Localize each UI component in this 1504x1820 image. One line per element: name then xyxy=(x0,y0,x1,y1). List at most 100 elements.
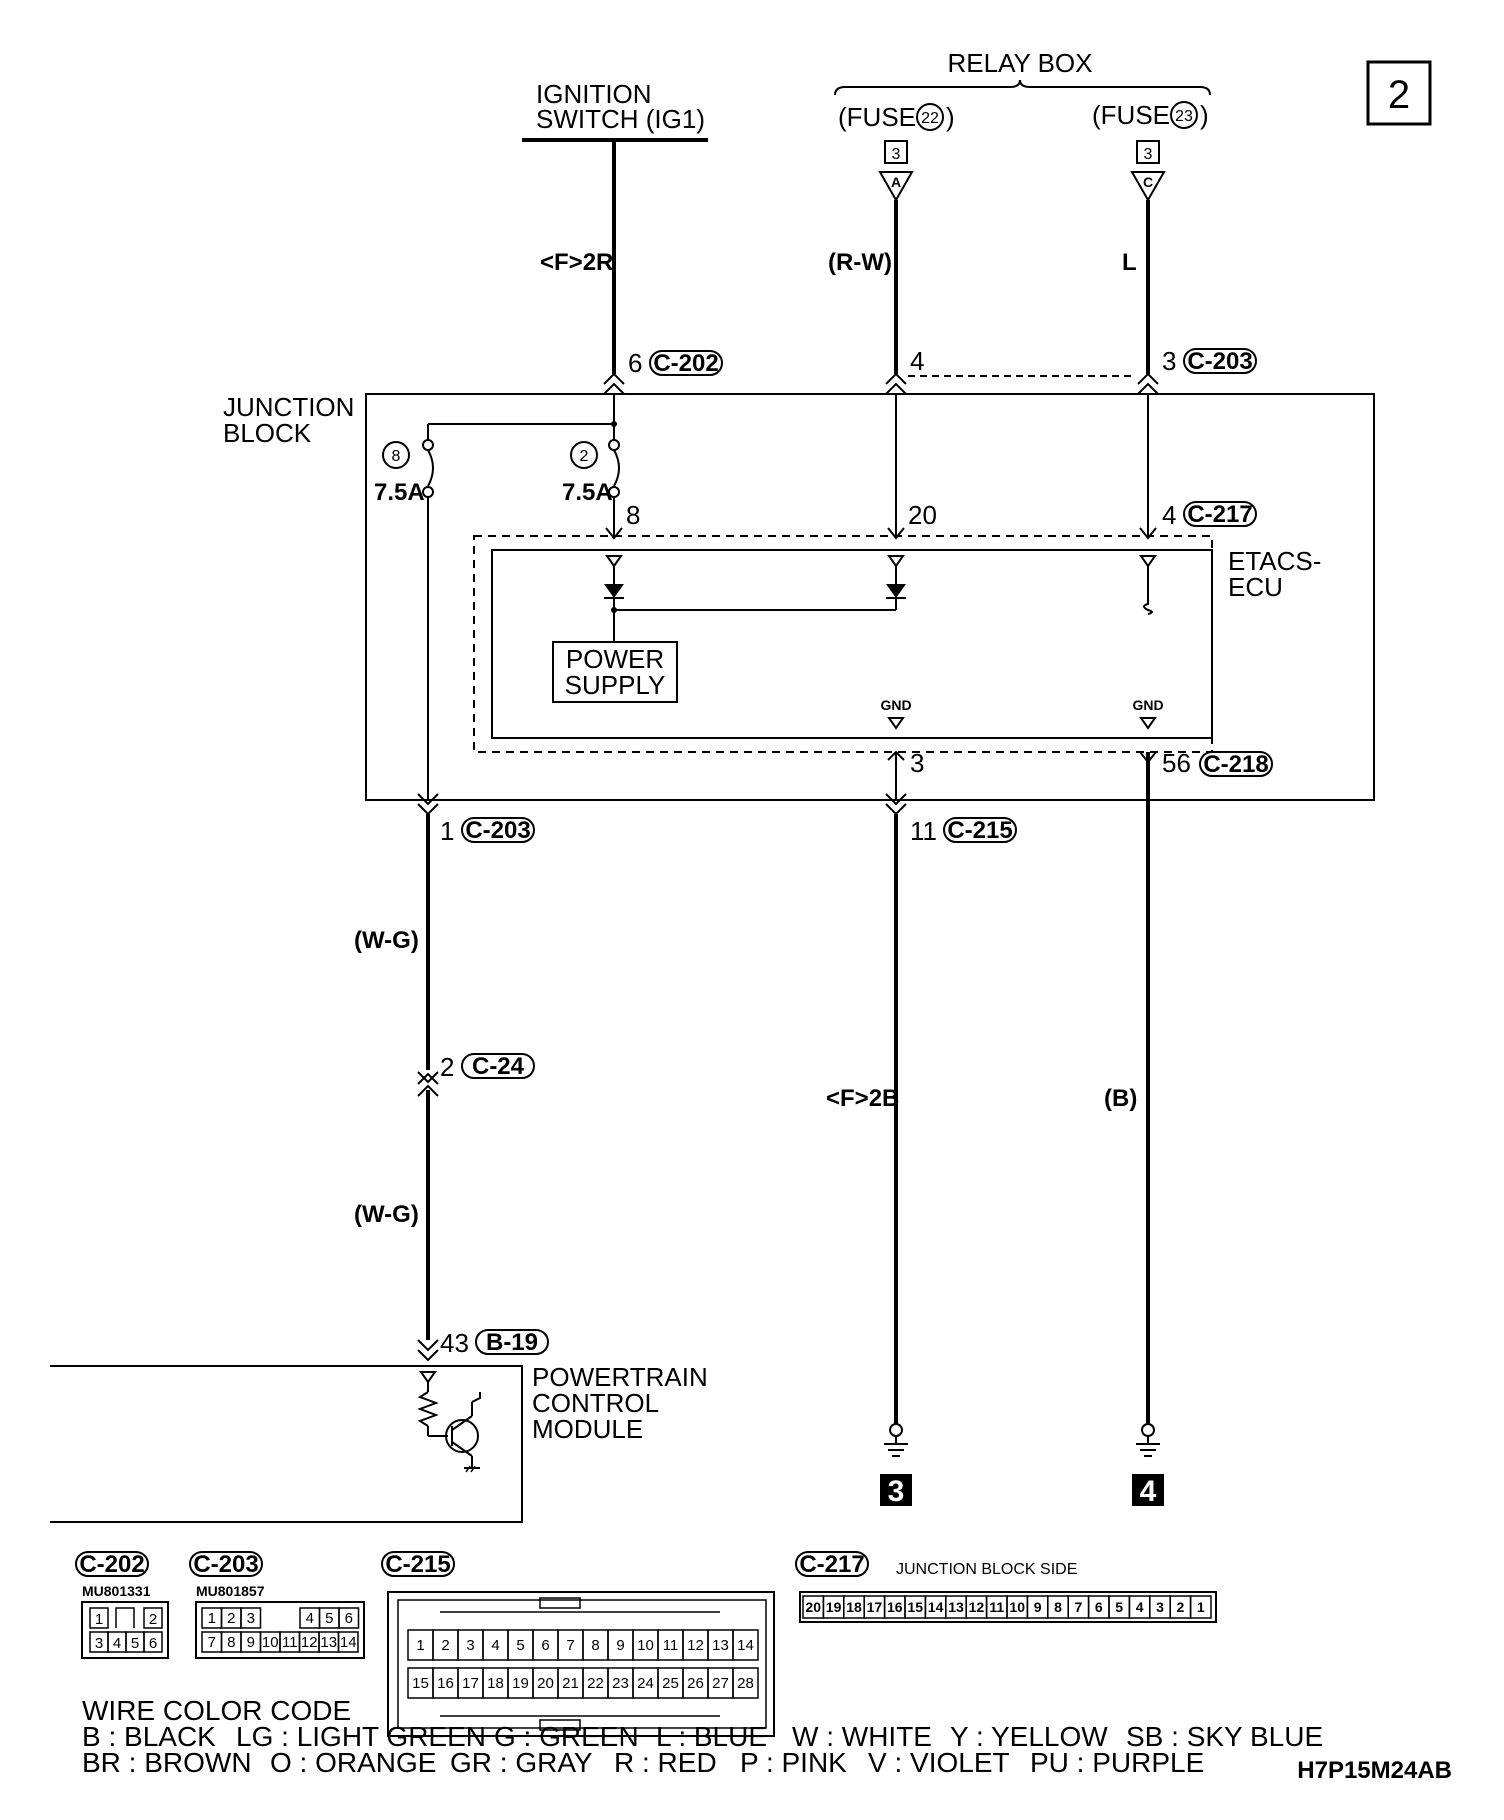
svg-text:3: 3 xyxy=(1162,346,1176,376)
svg-text:G : GREEN: G : GREEN xyxy=(494,1721,639,1752)
pin-11-c215: 11 C-215 xyxy=(910,816,1017,846)
pin-number: 9 xyxy=(1034,1599,1042,1615)
svg-text:7.5A: 7.5A xyxy=(562,479,613,506)
junction-block-outline xyxy=(365,393,1375,801)
pin-number: 14 xyxy=(737,1637,754,1654)
pin-number: 10 xyxy=(262,1634,279,1651)
svg-text:11: 11 xyxy=(910,816,937,846)
pcm-line2: CONTROL xyxy=(532,1388,659,1418)
svg-text:C-202: C-202 xyxy=(653,350,718,377)
wire-label-b: (B) xyxy=(1104,1085,1137,1112)
pin-number: 9 xyxy=(616,1637,624,1654)
pin-number: 20 xyxy=(805,1599,821,1615)
gnd-2-triangle xyxy=(1139,717,1157,730)
pin-number: 21 xyxy=(562,1675,579,1692)
svg-text:C-215: C-215 xyxy=(947,817,1012,844)
svg-text:6: 6 xyxy=(149,1635,157,1652)
pin-number: 7 xyxy=(1075,1599,1083,1615)
color-code-title: WIRE COLOR CODE xyxy=(82,1695,351,1726)
pin-number: 11 xyxy=(282,1634,298,1651)
svg-text:MU801857: MU801857 xyxy=(196,1583,265,1599)
splice-ps xyxy=(611,607,617,613)
svg-text:PU : PURPLE: PU : PURPLE xyxy=(1030,1747,1204,1778)
svg-text:23: 23 xyxy=(1175,108,1193,125)
svg-text:8: 8 xyxy=(392,448,401,465)
pin-number: 1 xyxy=(416,1637,424,1654)
svg-text:C-218: C-218 xyxy=(1203,751,1268,778)
svg-text:(FUSE: (FUSE xyxy=(838,102,916,132)
pin-cell xyxy=(732,1629,759,1661)
svg-text:L : BLUE: L : BLUE xyxy=(656,1721,767,1752)
pin-number: 4 xyxy=(1136,1599,1144,1615)
pin-6-c202: 6 C-202 xyxy=(628,348,723,378)
diode-1 xyxy=(604,584,624,598)
pin-number: 20 xyxy=(537,1675,554,1692)
svg-text:V : VIOLET: V : VIOLET xyxy=(868,1747,1010,1778)
open-end-4 xyxy=(1143,566,1153,615)
page-number: 2 xyxy=(1388,73,1410,117)
relay-box-title: RELAY BOX xyxy=(948,48,1093,78)
svg-text:C-217: C-217 xyxy=(799,1551,864,1578)
pin-cell xyxy=(338,1607,360,1629)
pin-number: 7 xyxy=(566,1637,574,1654)
pin-number: 26 xyxy=(687,1675,704,1692)
pin-number: 12 xyxy=(301,1634,318,1651)
chevron-56 xyxy=(1139,751,1157,764)
pin-number: 18 xyxy=(487,1675,504,1692)
svg-text:43: 43 xyxy=(440,1328,469,1358)
svg-text:Y : YELLOW: Y : YELLOW xyxy=(950,1721,1108,1752)
page-number-box xyxy=(1366,60,1432,126)
wire-label-l: L xyxy=(1122,249,1137,276)
power-supply-line1: POWER xyxy=(566,644,664,674)
pin-number: 18 xyxy=(846,1599,862,1615)
fuse-8: 8 7.5A xyxy=(374,439,434,506)
svg-text:C-215: C-215 xyxy=(385,1551,450,1578)
pin-number: 3 xyxy=(466,1637,474,1654)
pin-number: 27 xyxy=(712,1675,729,1692)
svg-text:C-203: C-203 xyxy=(1187,348,1252,375)
pin-4-top: 4 xyxy=(910,346,924,376)
pin-number: 28 xyxy=(737,1675,754,1692)
svg-text:): ) xyxy=(946,102,955,132)
svg-text:W : WHITE: W : WHITE xyxy=(792,1721,932,1752)
wire-label-f2b: <F>2B xyxy=(826,1085,899,1112)
etacs-label-line1: ETACS- xyxy=(1228,546,1321,576)
svg-text:BR : BROWN: BR : BROWN xyxy=(82,1747,252,1778)
pcm-outline xyxy=(50,1365,523,1523)
svg-text:C-202: C-202 xyxy=(79,1551,144,1578)
connector-c-symbol: 3 C xyxy=(1130,140,1166,203)
pin-number: 11 xyxy=(663,1637,679,1654)
ground-3-symbol: 3 xyxy=(880,1423,912,1508)
diagram-code: H7P15M24AB xyxy=(1297,1757,1452,1784)
svg-text:C: C xyxy=(1143,174,1153,190)
pin-number: 8 xyxy=(1054,1599,1062,1615)
pin-number: 9 xyxy=(247,1634,255,1651)
pin-8: 8 xyxy=(626,500,640,530)
diode-2 xyxy=(886,584,906,598)
fuse-2: 2 7.5A xyxy=(562,439,620,506)
pin-number: 8 xyxy=(591,1637,599,1654)
chevron-3-up xyxy=(887,750,905,761)
svg-text:GR : GRAY: GR : GRAY xyxy=(450,1747,593,1778)
svg-text:3: 3 xyxy=(892,146,901,163)
chevron-b19 xyxy=(417,1339,439,1362)
chevron-3 xyxy=(1137,372,1159,395)
pin-number: 6 xyxy=(541,1637,549,1654)
pin-number: 17 xyxy=(867,1599,883,1615)
pin-number: 11 xyxy=(989,1599,1004,1615)
svg-text:P : PINK: P : PINK xyxy=(740,1747,847,1778)
pin-number: 8 xyxy=(227,1634,235,1651)
etacs-ecu-box xyxy=(491,549,1213,739)
svg-text:56: 56 xyxy=(1162,748,1191,778)
svg-text:MU801331: MU801331 xyxy=(82,1583,151,1599)
pin-number: 5 xyxy=(516,1637,524,1654)
pin-number: 5 xyxy=(1115,1599,1123,1615)
pin-number: 2 xyxy=(441,1637,449,1654)
connector-c202-diagram: C-202 MU801331 1 2 3 4 5 6 xyxy=(75,1551,169,1659)
svg-text:B : BLACK: B : BLACK xyxy=(82,1721,216,1752)
pin-2-c24: 2 C-24 xyxy=(440,1052,535,1082)
color-code-row1: B : BLACK LG : LIGHT GREEN G : GREEN L :… xyxy=(82,1721,1323,1752)
svg-text:C-217: C-217 xyxy=(1187,501,1252,528)
